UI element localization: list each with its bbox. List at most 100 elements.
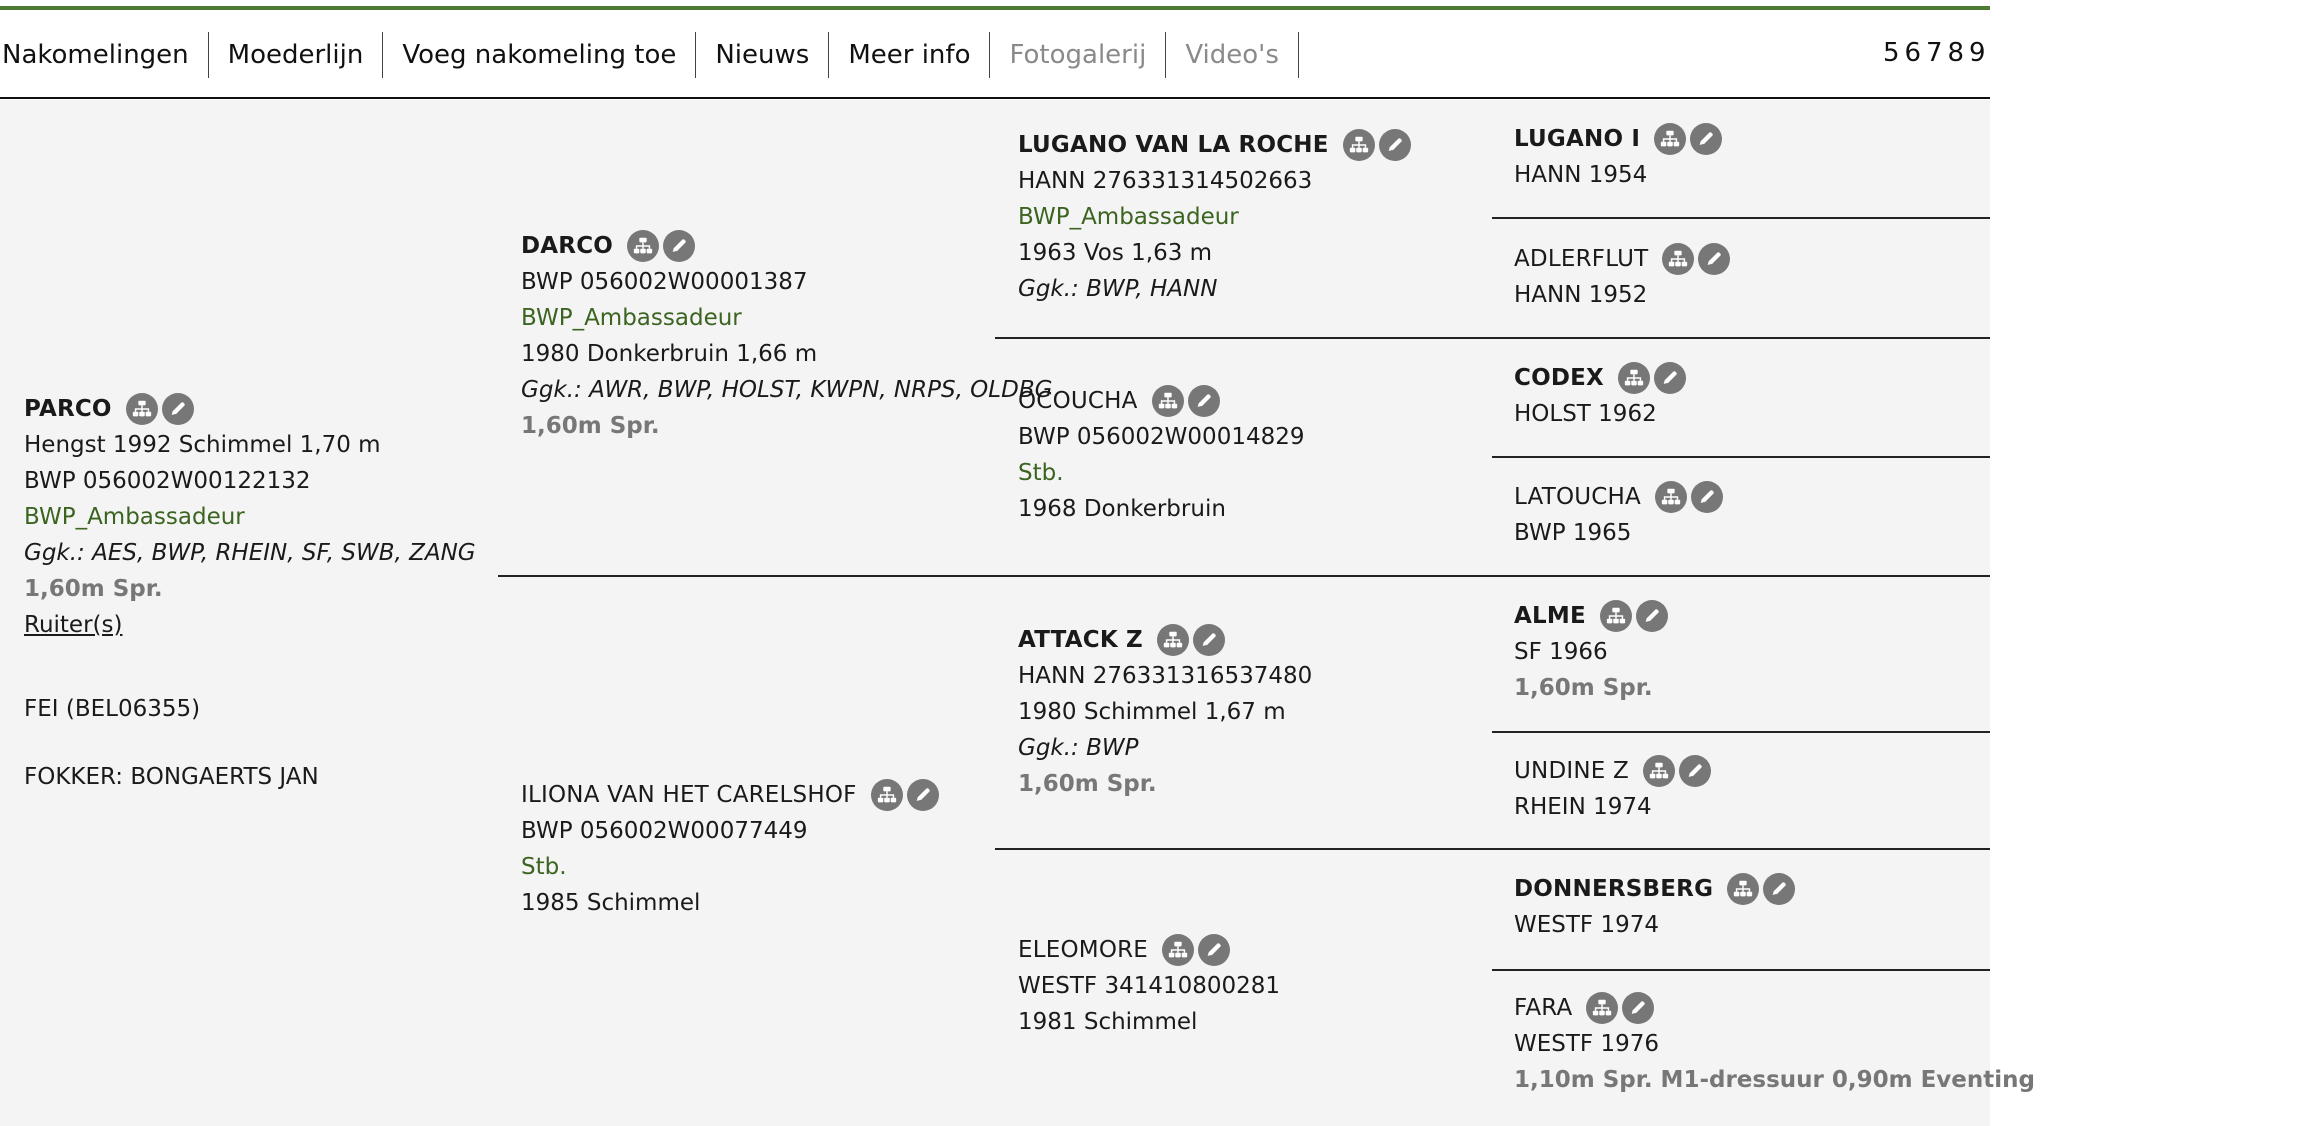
riders-link[interactable]: Ruiter(s)	[24, 612, 123, 638]
pedigree-tree-icon[interactable]	[125, 393, 158, 425]
edit-pencil-icon[interactable]	[663, 230, 696, 262]
edit-pencil-icon[interactable]	[906, 779, 939, 811]
gen3-ddd: FARA WESTF 1976 1,10m Spr. M1-dressuur 0…	[1514, 990, 2304, 1098]
tab-voeg-nakomeling-toe[interactable]: Voeg nakomeling toe	[383, 32, 697, 78]
dam-sire-registration: HANN 276331316537480	[1018, 663, 1313, 689]
pedigree-tree-icon[interactable]	[1654, 481, 1687, 513]
tab-nakomelingen[interactable]: Nakomelingen	[0, 32, 209, 78]
page-link-6[interactable]: 6	[1904, 38, 1922, 68]
gen3-sdd-name[interactable]: LATOUCHA	[1514, 484, 1641, 510]
tab-videos[interactable]: Video's	[1166, 32, 1299, 78]
edit-pencil-icon[interactable]	[161, 393, 194, 425]
sire-sire-name[interactable]: LUGANO VAN LA ROCHE	[1018, 132, 1329, 158]
gen3-sss: LUGANO I HANN 1954	[1514, 121, 1723, 193]
gen3-sds: CODEX HOLST 1962	[1514, 360, 1686, 432]
edit-pencil-icon[interactable]	[1192, 624, 1225, 656]
horse-details: Hengst 1992 Schimmel 1,70 m	[24, 432, 381, 458]
sire-details: 1980 Donkerbruin 1,66 m	[521, 341, 818, 367]
tab-meer-info[interactable]: Meer info	[829, 32, 991, 78]
gen3-dsd-name[interactable]: UNDINE Z	[1514, 758, 1629, 784]
pedigree-tree-icon[interactable]	[1662, 243, 1695, 275]
edit-pencil-icon[interactable]	[1763, 873, 1796, 905]
edit-pencil-icon[interactable]	[1690, 123, 1723, 155]
gen3-sss-name[interactable]: LUGANO I	[1514, 126, 1641, 152]
divider-sire-gen2	[995, 337, 1990, 339]
dam-dam: ELEOMORE WESTF 341410800281 1981 Schimme…	[1018, 932, 1280, 1040]
pedigree-tree-icon[interactable]	[1162, 934, 1195, 966]
sire-name[interactable]: DARCO	[521, 233, 614, 259]
sire-sire-ggk: Ggk.: BWP, HANN	[1018, 276, 1218, 302]
edit-pencil-icon[interactable]	[1378, 129, 1411, 161]
gen3-ssd-name[interactable]: ADLERFLUT	[1514, 246, 1649, 272]
gen3-dsd-details: RHEIN 1974	[1514, 794, 1652, 820]
horse-ggk: Ggk.: AES, BWP, RHEIN, SF, SWB, ZANG	[24, 540, 476, 566]
dam-name[interactable]: ILIONA VAN HET CARELSHOF	[521, 782, 857, 808]
tab-nieuws[interactable]: Nieuws	[696, 32, 830, 78]
gen3-dss-name[interactable]: ALME	[1514, 603, 1586, 629]
dam-dam-details: 1981 Schimmel	[1018, 1009, 1198, 1035]
gen3-sss-details: HANN 1954	[1514, 162, 1648, 188]
sire-dam-details: 1968 Donkerbruin	[1018, 496, 1226, 522]
sire-sire: LUGANO VAN LA ROCHE HANN 276331314502663…	[1018, 127, 1411, 307]
pedigree-tree-icon[interactable]	[870, 779, 903, 811]
pedigree-tree-icon[interactable]	[1599, 600, 1632, 632]
pedigree-tree-icon[interactable]	[1642, 755, 1675, 787]
gen3-dss: ALME SF 1966 1,60m Spr.	[1514, 598, 1668, 706]
nav-divider	[0, 97, 1990, 99]
pedigree-tree-icon[interactable]	[1586, 992, 1619, 1024]
page-link-8[interactable]: 8	[1947, 38, 1965, 68]
edit-pencil-icon[interactable]	[1678, 755, 1711, 787]
gen3-dds-details: WESTF 1974	[1514, 912, 1659, 938]
gen3-dds-name[interactable]: DONNERSBERG	[1514, 876, 1714, 902]
sire-registration: BWP 056002W00001387	[521, 269, 808, 295]
dam-sire-name[interactable]: ATTACK Z	[1018, 627, 1143, 653]
gen3-sds-name[interactable]: CODEX	[1514, 365, 1604, 391]
gen3-ddd-performance: 1,10m Spr. M1-dressuur 0,90m Eventing	[1514, 1067, 2035, 1093]
edit-pencil-icon[interactable]	[1198, 934, 1231, 966]
edit-pencil-icon[interactable]	[1622, 992, 1655, 1024]
page-link-5[interactable]: 5	[1882, 38, 1900, 68]
sire-sire-studbook: BWP_Ambassadeur	[1018, 204, 1239, 230]
pedigree-tree-icon[interactable]	[1727, 873, 1760, 905]
edit-pencil-icon[interactable]	[1653, 362, 1686, 394]
gen3-sdd-details: BWP 1965	[1514, 520, 1632, 546]
tab-fotogalerij[interactable]: Fotogalerij	[990, 32, 1167, 78]
tab-moederlijn[interactable]: Moederlijn	[209, 32, 384, 78]
top-accent-line	[0, 6, 1990, 10]
horse-performance: 1,60m Spr.	[24, 576, 163, 602]
pedigree-tree-icon[interactable]	[1654, 123, 1687, 155]
gen3-ddd-name[interactable]: FARA	[1514, 995, 1573, 1021]
horse-name[interactable]: PARCO	[24, 396, 112, 422]
horse-registration: BWP 056002W00122132	[24, 468, 311, 494]
pedigree-tree-icon[interactable]	[627, 230, 660, 262]
pedigree-tree-icon[interactable]	[1156, 624, 1189, 656]
page-link-7[interactable]: 7	[1925, 38, 1943, 68]
horse-fei: FEI (BEL06355)	[24, 696, 201, 722]
page-link-9[interactable]: 9	[1968, 38, 1986, 68]
edit-pencil-icon[interactable]	[1698, 243, 1731, 275]
edit-pencil-icon[interactable]	[1635, 600, 1668, 632]
dam-details: 1985 Schimmel	[521, 890, 701, 916]
edit-pencil-icon[interactable]	[1690, 481, 1723, 513]
sire-sire-registration: HANN 276331314502663	[1018, 168, 1313, 194]
dam-sire-details: 1980 Schimmel 1,67 m	[1018, 699, 1286, 725]
horse-studbook: BWP_Ambassadeur	[24, 504, 245, 530]
sire-sire-details: 1963 Vos 1,63 m	[1018, 240, 1213, 266]
pedigree-tree-icon[interactable]	[1151, 385, 1184, 417]
gen3-dss-performance: 1,60m Spr.	[1514, 675, 1653, 701]
dam-registration: BWP 056002W00077449	[521, 818, 808, 844]
divider-gen3-1	[1492, 217, 1990, 219]
sire-dam: OCOUCHA BWP 056002W00014829 Stb. 1968 Do…	[1018, 383, 1305, 527]
sire-studbook: BWP_Ambassadeur	[521, 305, 742, 331]
sire-dam-registration: BWP 056002W00014829	[1018, 424, 1305, 450]
sire: DARCO BWP 056002W00001387 BWP_Ambassadeu…	[521, 228, 1052, 444]
horse-main: PARCO Hengst 1992 Schimmel 1,70 m BWP 05…	[24, 391, 476, 795]
sire-dam-name[interactable]: OCOUCHA	[1018, 388, 1138, 414]
gen3-ssd: ADLERFLUT HANN 1952	[1514, 241, 1731, 313]
divider-sire-dam	[498, 575, 1990, 577]
gen3-dss-details: SF 1966	[1514, 639, 1608, 665]
pedigree-tree-icon[interactable]	[1342, 129, 1375, 161]
edit-pencil-icon[interactable]	[1187, 385, 1220, 417]
pedigree-tree-icon[interactable]	[1617, 362, 1650, 394]
dam-dam-name[interactable]: ELEOMORE	[1018, 937, 1149, 963]
